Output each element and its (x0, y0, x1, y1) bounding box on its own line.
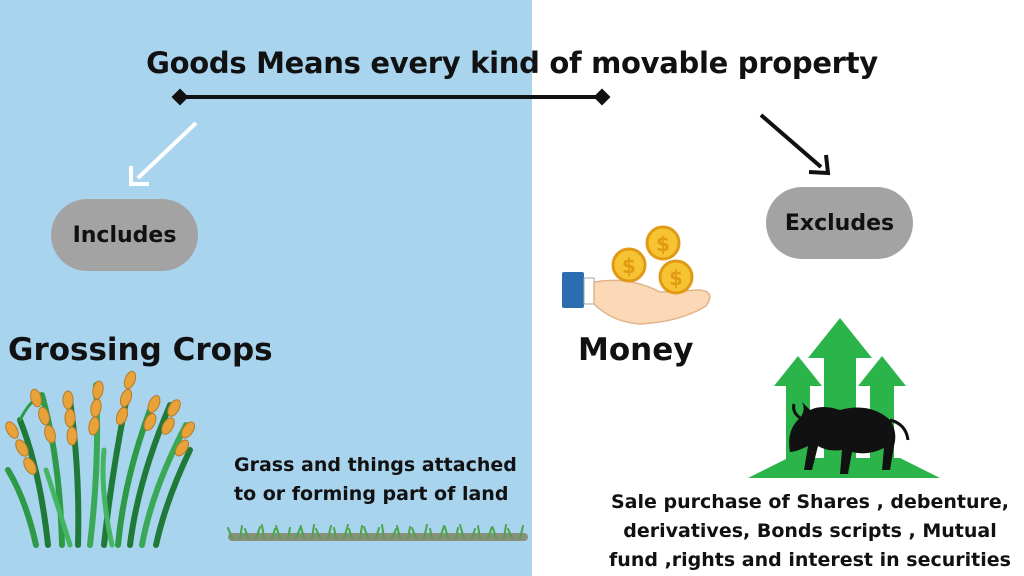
excludes-pill: Excludes (766, 187, 913, 259)
svg-text:$: $ (656, 232, 670, 256)
diagram-title: Goods Means every kind of movable proper… (146, 46, 878, 80)
securities-description: Sale purchase of Shares , debenture, der… (609, 491, 1011, 571)
includes-label: Includes (72, 222, 177, 248)
excludes-arrow (759, 113, 831, 176)
money-heading: Money (578, 332, 694, 368)
svg-text:$: $ (622, 254, 636, 278)
includes-pill: Includes (51, 199, 198, 271)
crops-heading: Grossing Crops (8, 332, 273, 368)
includes-arrow (129, 121, 198, 186)
grass-description: Grass and things attached to or forming … (234, 454, 517, 505)
excludes-label: Excludes (784, 210, 895, 236)
svg-text:$: $ (669, 266, 683, 290)
